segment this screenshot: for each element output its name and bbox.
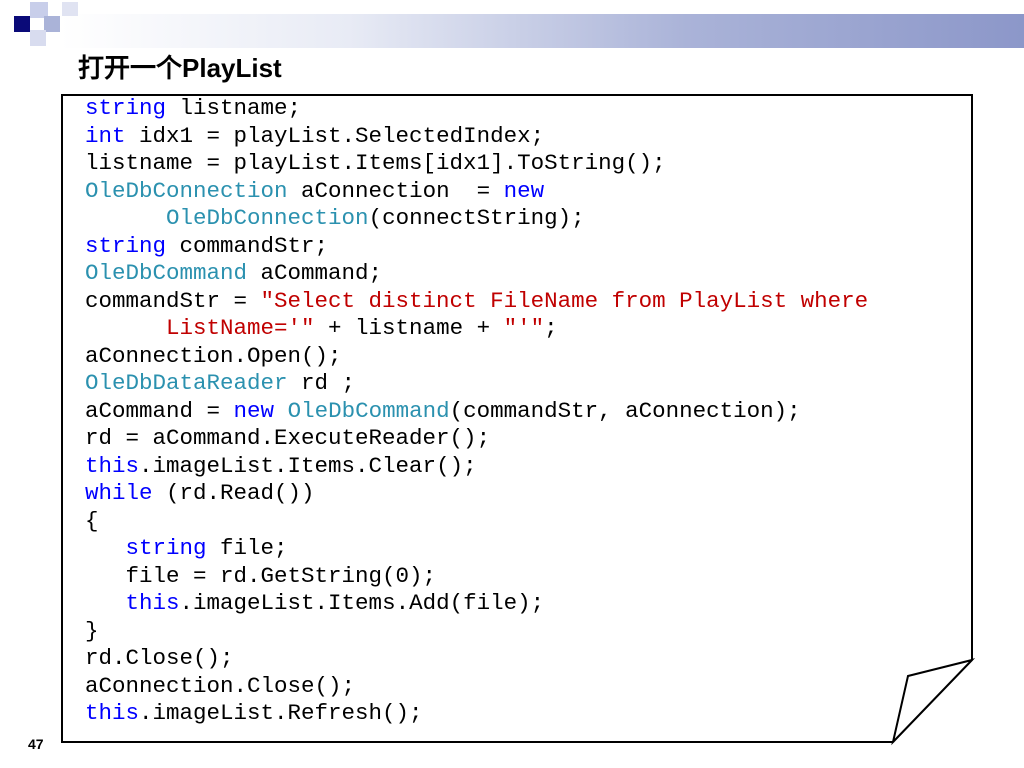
header-square-dark [14,16,30,32]
slide-title: 打开一个PlayList [78,53,282,83]
code-token: new [503,177,545,204]
code-line: this.imageList.Items.Add(file); [85,590,868,618]
code-token [85,315,166,341]
header-square-light [30,2,48,18]
code-token: "Select distinct FileName from PlayList … [260,287,869,314]
code-token: + listname + [314,315,504,341]
code-token: while [85,480,153,506]
code-line: rd.Close(); [85,645,868,673]
code-line: OleDbDataReader rd ; [85,370,868,398]
code-token: "'" [503,315,545,341]
code-token: file = rd.GetString(0); [85,562,437,589]
code-line: OleDbCommand aCommand; [85,260,868,288]
code-token: OleDbDataReader [85,370,288,396]
code-line: aConnection.Open(); [85,343,868,371]
code-token: this [125,590,180,616]
code-token: (commandStr, aConnection); [449,397,801,424]
code-token: string [85,232,167,259]
code-token: OleDbCommand [85,260,248,286]
code-listing: string listname;int idx1 = playList.Sele… [85,95,868,728]
code-token: aCommand; [247,260,383,286]
code-token: (connectString); [368,205,585,231]
code-token: this [85,700,140,726]
code-token: rd.Close(); [85,645,234,671]
code-line: int idx1 = playList.SelectedIndex; [85,123,868,151]
code-line: listname = playList.Items[idx1].ToString… [85,150,868,178]
code-token: rd = aCommand.ExecuteReader(); [85,425,491,451]
code-token: (rd.Read()) [152,480,315,506]
header-square-light [44,16,60,32]
code-token: ; [544,315,558,341]
code-line: ListName='" + listname + "'"; [85,315,868,343]
code-token: rd ; [287,370,356,396]
code-token: idx1 = playList.SelectedIndex; [125,122,545,149]
code-line: OleDbConnection aConnection = new [85,178,868,206]
code-token: .imageList.Items.Clear(); [139,452,477,479]
code-token: this [85,452,140,479]
code-line: { [85,508,868,536]
code-line: string listname; [85,95,868,123]
code-token: aConnection.Open(); [85,342,342,369]
code-token: aConnection = [287,177,504,204]
code-token: .imageList.Items.Add(file); [179,590,545,616]
code-line: aCommand = new OleDbCommand(commandStr, … [85,398,868,426]
header-square-light [62,2,78,16]
code-token: } [85,617,99,644]
code-line: aConnection.Close(); [85,673,868,701]
code-line: file = rd.GetString(0); [85,563,868,591]
code-line: rd = aCommand.ExecuteReader(); [85,425,868,453]
code-token: int [85,122,126,149]
code-line: this.imageList.Items.Clear(); [85,453,868,481]
code-token: string [125,535,207,561]
code-line: commandStr = "Select distinct FileName f… [85,288,868,316]
code-token: aCommand = [85,397,234,424]
header-square-light [30,30,46,46]
code-token [274,398,288,424]
code-token [85,205,166,231]
code-token: listname; [166,95,302,121]
header-gradient-bar [60,14,1024,48]
code-token: string [85,95,167,121]
code-token: OleDbCommand [287,397,450,424]
code-token: { [85,507,99,534]
code-line: string file; [85,535,868,563]
code-token: aConnection.Close(); [85,672,356,699]
code-token: file; [206,535,288,561]
header-band [0,0,1024,48]
code-token: OleDbConnection [166,205,369,231]
code-token [85,590,126,616]
code-token: commandStr = [85,287,261,314]
code-line: while (rd.Read()) [85,480,868,508]
code-token: new [233,397,275,424]
code-line: string commandStr; [85,233,868,261]
code-line: } [85,618,868,646]
page-number: 47 [28,736,44,752]
code-token: .imageList.Refresh(); [139,700,423,726]
code-token: commandStr; [166,232,329,259]
code-token [85,535,126,561]
code-token: ListName='" [166,315,315,341]
code-line: OleDbConnection(connectString); [85,205,868,233]
code-token: listname = playList.Items[idx1].ToString… [85,150,666,176]
code-line: this.imageList.Refresh(); [85,700,868,728]
page-curl-fold [891,658,976,746]
code-token: OleDbConnection [85,177,288,204]
